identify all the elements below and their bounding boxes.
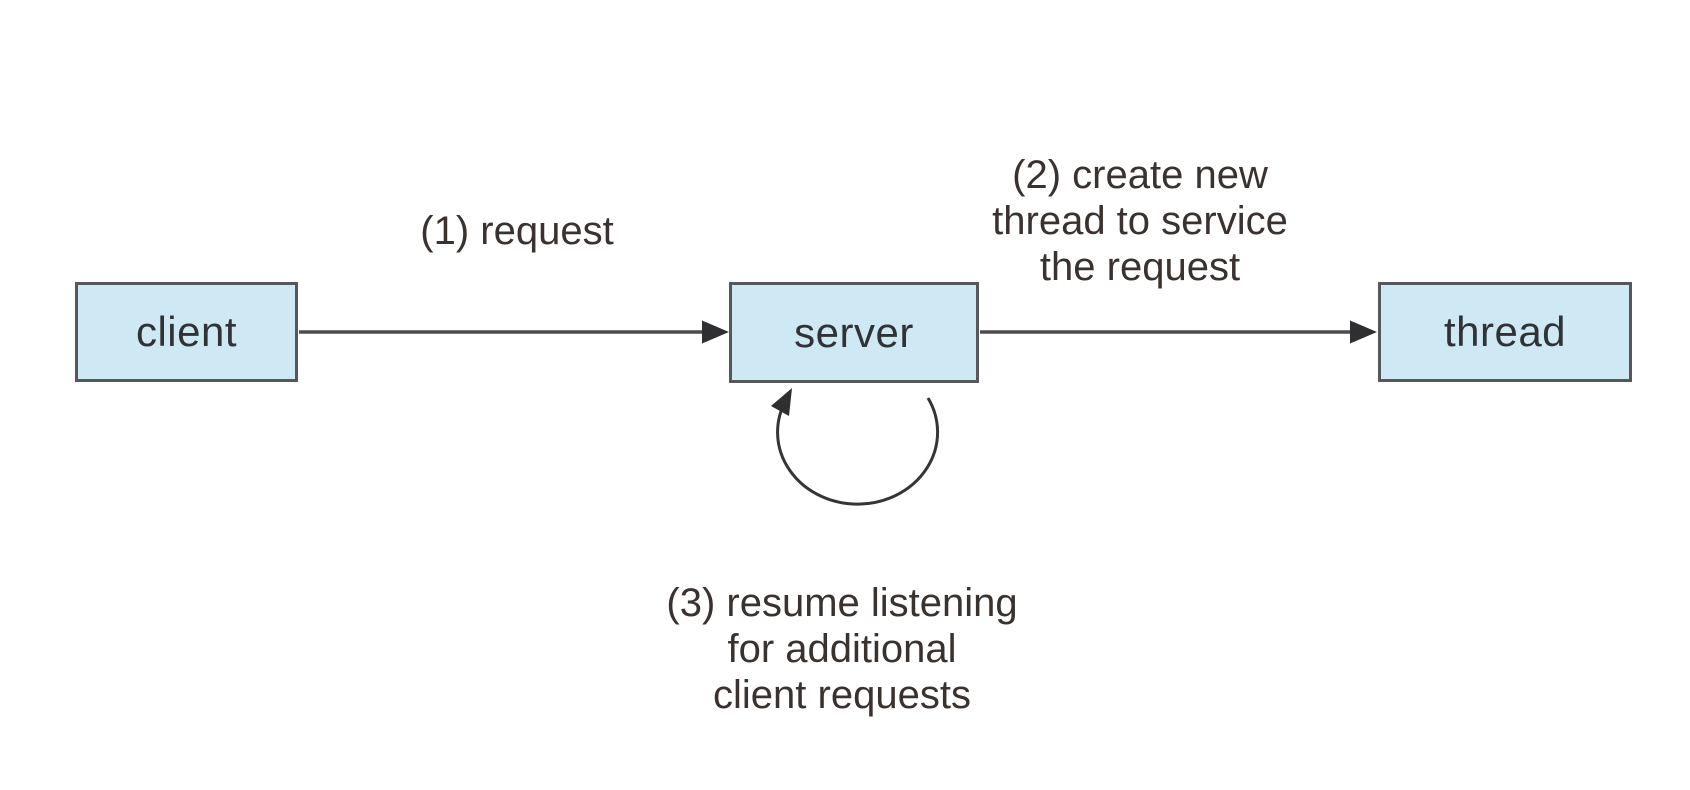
annotation-resume-listening-line1: (3) resume listening bbox=[666, 581, 1018, 625]
node-thread-label: thread bbox=[1443, 308, 1567, 355]
annotation-resume-listening-line3: client requests bbox=[713, 673, 971, 717]
annotation-resume-listening-line2: for additional bbox=[727, 627, 957, 671]
arrow-client-to-server bbox=[299, 320, 729, 344]
node-thread: thread bbox=[1378, 282, 1632, 382]
annotation-request: (1) request bbox=[420, 208, 613, 254]
node-client: client bbox=[75, 282, 298, 382]
annotation-create-thread: (2) create new thread to service the req… bbox=[992, 152, 1288, 290]
annotation-resume-listening: (3) resume listening for additional clie… bbox=[666, 580, 1017, 718]
arrow-server-self-loop bbox=[771, 388, 940, 506]
annotation-create-thread-line2: thread to service bbox=[992, 199, 1288, 243]
annotation-create-thread-line3: the request bbox=[1039, 245, 1241, 289]
arrow-server-to-thread bbox=[980, 320, 1377, 344]
node-server: server bbox=[729, 282, 979, 383]
annotation-create-thread-line1: (2) create new bbox=[1012, 153, 1268, 197]
annotation-request-line: (1) request bbox=[420, 209, 614, 253]
node-server-label: server bbox=[794, 308, 914, 356]
node-client-label: client bbox=[135, 308, 238, 355]
